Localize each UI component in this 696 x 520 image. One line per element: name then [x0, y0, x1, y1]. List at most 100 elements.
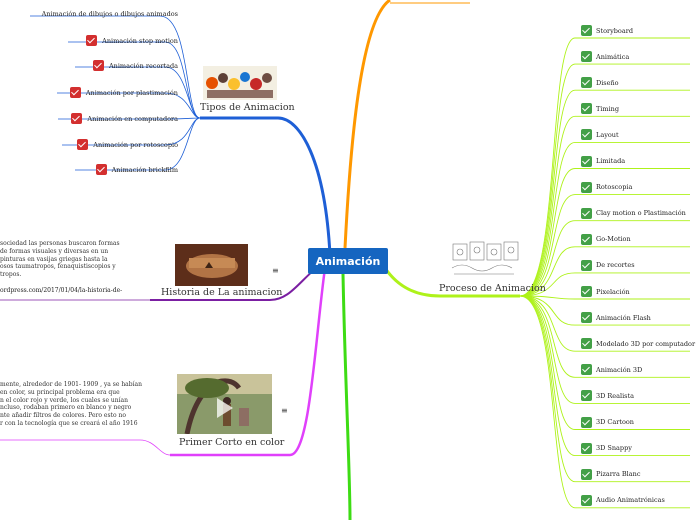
proceso-item[interactable]: Limitada: [581, 155, 626, 167]
checkbox-icon: [581, 286, 592, 297]
tipos-item[interactable]: Animación por plastimación: [69, 87, 178, 98]
branch-tipos: [200, 116, 332, 256]
tipos-item[interactable]: Animación por rotoscopio: [77, 139, 178, 150]
tipos-item-label: Animación stop motion: [102, 36, 178, 45]
proceso-link: [519, 89, 690, 297]
historia-title[interactable]: Historia de La animacion: [161, 287, 283, 298]
proceso-item[interactable]: Clay motion o Plastimación: [581, 207, 686, 219]
proceso-link: [519, 63, 690, 297]
tipos-image: [203, 66, 277, 100]
proceso-item-label: Layout: [596, 130, 619, 139]
proceso-item[interactable]: Animación Flash: [581, 312, 651, 324]
proceso-image: [450, 238, 522, 280]
proceso-link: [519, 220, 690, 297]
tipos-title[interactable]: Tipos de Animacion: [200, 102, 295, 113]
proceso-item-label: Go-Motion: [596, 235, 631, 244]
proceso-item-label: Animación Flash: [596, 313, 651, 322]
checkbox-icon: [581, 129, 592, 141]
branch-corto: [170, 267, 327, 457]
proceso-item[interactable]: De recortes: [581, 259, 635, 271]
proceso-item-label: Animación 3D: [596, 365, 643, 374]
branch-bottom-green: [341, 273, 352, 520]
proceso-link: [519, 295, 690, 352]
proceso-link: [519, 295, 690, 300]
proceso-item[interactable]: Animática: [581, 51, 630, 63]
proceso-item[interactable]: Modelado 3D por computador: [581, 338, 696, 350]
tipos-item-label: Animación por rotoscopio: [93, 140, 178, 149]
proceso-item-label: Rotoscopia: [596, 183, 633, 192]
corto-text: mente, alrededor de 1901- 1909 , ya se h…: [0, 381, 142, 427]
checkbox-icon: [581, 103, 592, 115]
proceso-item[interactable]: 3D Snappy: [581, 442, 632, 454]
branch-top-orange: [343, 0, 391, 249]
corto-title[interactable]: Primer Corto en color: [179, 437, 285, 448]
checkbox-icon: [71, 113, 83, 124]
proceso-item-label: Modelado 3D por computador: [596, 339, 696, 348]
checkbox-icon: [581, 468, 592, 480]
proceso-link: [519, 272, 690, 297]
tipos-item[interactable]: Animación brickfilm: [95, 164, 178, 175]
proceso-item-label: De recortes: [596, 261, 635, 270]
proceso-item-label: Audio Animatrónicas: [596, 496, 665, 505]
notes-menu-icon-2[interactable]: ≡: [281, 406, 288, 415]
checkbox-icon: [69, 87, 81, 98]
proceso-item-label: Diseño: [596, 78, 619, 87]
checkbox-icon: [581, 442, 592, 454]
proceso-item[interactable]: Rotoscopia: [581, 181, 633, 193]
proceso-item-label: Pixelación: [596, 287, 630, 296]
proceso-link: [519, 194, 690, 297]
checkbox-icon: [581, 338, 592, 350]
proceso-item-label: Pizarra Blanc: [596, 470, 641, 479]
checkbox-icon: [581, 416, 592, 428]
checkbox-icon: [581, 259, 592, 271]
proceso-item-label: 3D Realista: [596, 391, 635, 400]
tipos-item-label: Animación recortada: [108, 61, 178, 70]
checkbox-icon: [581, 233, 592, 245]
central-node[interactable]: Animación: [308, 248, 388, 274]
branch-proceso: [383, 267, 520, 298]
checkbox-icon: [581, 25, 592, 36]
notes-menu-icon[interactable]: ≡: [272, 266, 279, 275]
tipos-item[interactable]: Animación en computadora: [71, 113, 178, 124]
proceso-item-label: Clay motion o Plastimación: [596, 209, 686, 218]
proceso-link: [519, 295, 690, 326]
proceso-item[interactable]: Go-Motion: [581, 233, 631, 245]
tipos-item-label: Animación de dibujos o dibujos animados: [41, 10, 178, 18]
proceso-item-label: Animática: [596, 52, 630, 61]
proceso-item[interactable]: Storyboard: [581, 25, 633, 36]
checkbox-icon: [86, 35, 98, 46]
proceso-item-label: Timing: [596, 104, 620, 113]
checkbox-icon: [581, 207, 592, 219]
proceso-title[interactable]: Proceso de Animacion: [439, 283, 546, 294]
proceso-link: [519, 295, 690, 457]
historia-image: [175, 244, 248, 286]
tipos-item[interactable]: Animación stop motion: [86, 35, 178, 46]
proceso-item[interactable]: 3D Realista: [581, 390, 635, 402]
proceso-item[interactable]: Timing: [581, 103, 620, 115]
checkbox-icon: [581, 312, 592, 324]
proceso-item[interactable]: 3D Cartoon: [581, 416, 634, 428]
tipos-item-label: Animación brickfilm: [111, 165, 178, 174]
proceso-link: [519, 295, 690, 509]
proceso-item[interactable]: Audio Animatrónicas: [581, 494, 665, 506]
proceso-item[interactable]: Pizarra Blanc: [581, 468, 641, 480]
checkbox-icon: [95, 164, 107, 175]
proceso-item[interactable]: Animación 3D: [581, 364, 643, 376]
proceso-item[interactable]: Layout: [581, 129, 619, 141]
checkbox-icon: [581, 364, 592, 376]
proceso-item-label: Storyboard: [596, 26, 633, 35]
proceso-item-label: Limitada: [596, 157, 626, 165]
proceso-link: [519, 295, 690, 404]
proceso-item[interactable]: Pixelación: [581, 286, 630, 297]
tipos-item[interactable]: Animación recortada: [92, 60, 178, 71]
proceso-link: [519, 295, 690, 430]
proceso-link: [519, 295, 690, 378]
tipos-item-label: Animación en computadora: [87, 114, 178, 123]
historia-link[interactable]: ordpress.com/2017/01/04/la-historia-de-: [0, 287, 123, 294]
proceso-link: [519, 141, 690, 297]
corto-image: [177, 374, 272, 434]
tipos-item[interactable]: Animación de dibujos o dibujos animados: [42, 10, 178, 18]
checkbox-icon: [581, 51, 592, 63]
proceso-item[interactable]: Diseño: [581, 77, 619, 89]
checkbox-icon: [92, 60, 104, 71]
